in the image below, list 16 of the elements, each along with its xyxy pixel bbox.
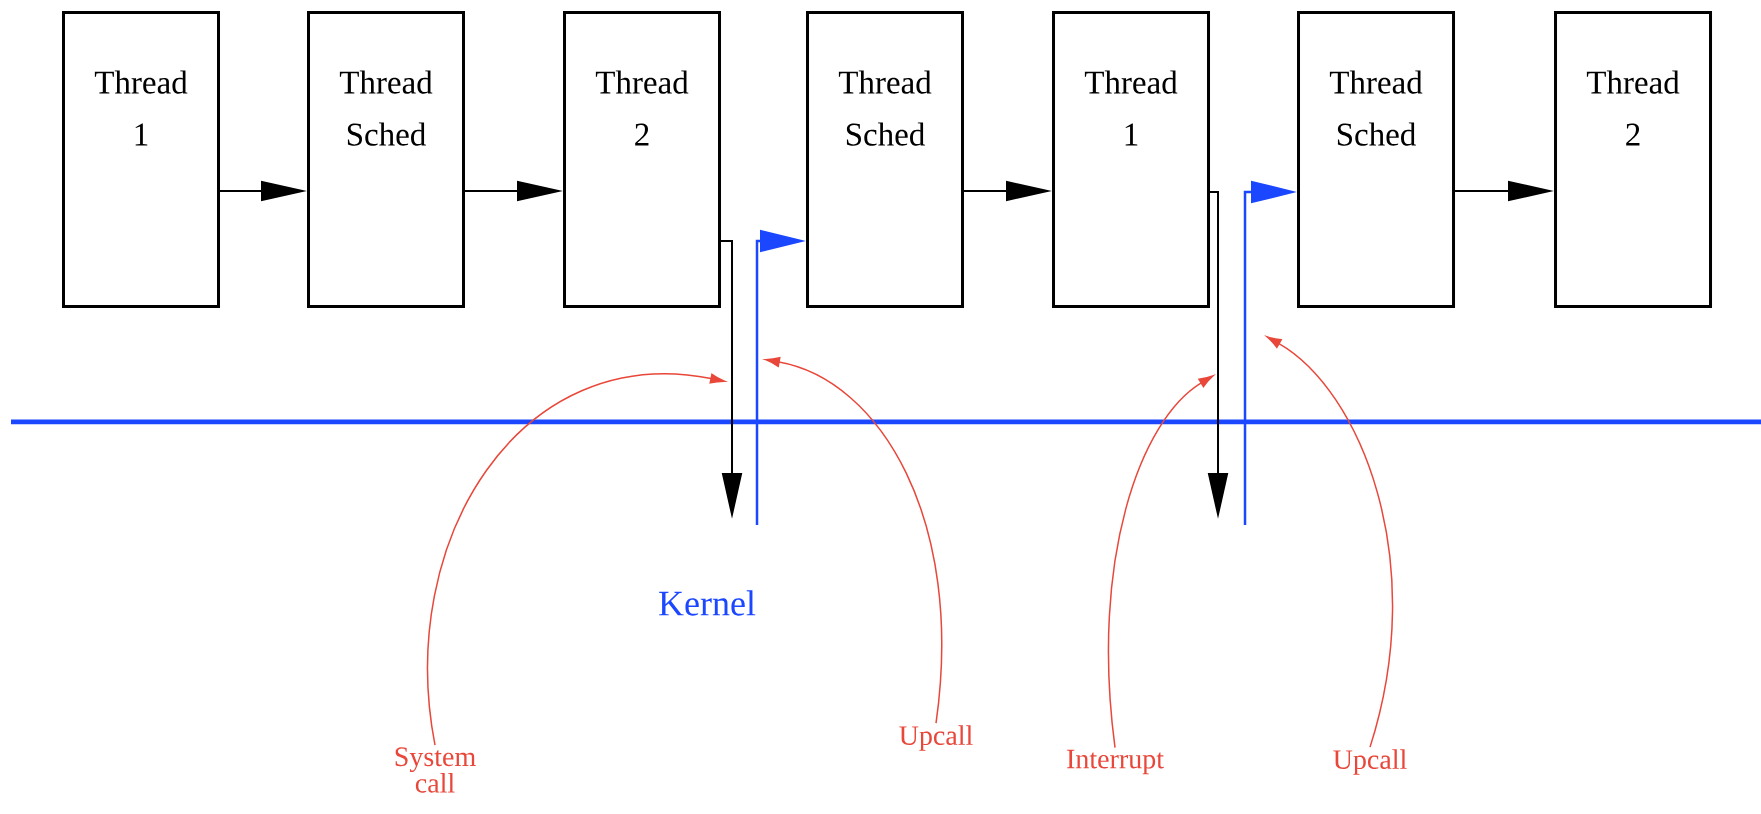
thread-box: Thread Sched — [307, 11, 465, 308]
upcall-label: Upcall — [1333, 749, 1407, 775]
curved-arrow — [1266, 336, 1394, 748]
thread-box: Thread Sched — [1297, 11, 1455, 308]
curved-arrow — [1107, 375, 1214, 749]
thread-box: Thread 2 — [1554, 11, 1712, 308]
thread-box: Thread Sched — [806, 11, 964, 308]
curved-arrow — [427, 373, 726, 746]
curved-arrow — [764, 357, 943, 724]
thread-box: Thread 1 — [1052, 11, 1210, 308]
system-call-label: System call — [395, 747, 476, 793]
interrupt-label: Interrupt — [1067, 749, 1164, 775]
thread-box: Thread 1 — [62, 11, 220, 308]
upcall-label: Upcall — [899, 725, 973, 751]
thread-box: Thread 2 — [563, 11, 721, 308]
kernel-label: Kernel — [659, 590, 756, 616]
